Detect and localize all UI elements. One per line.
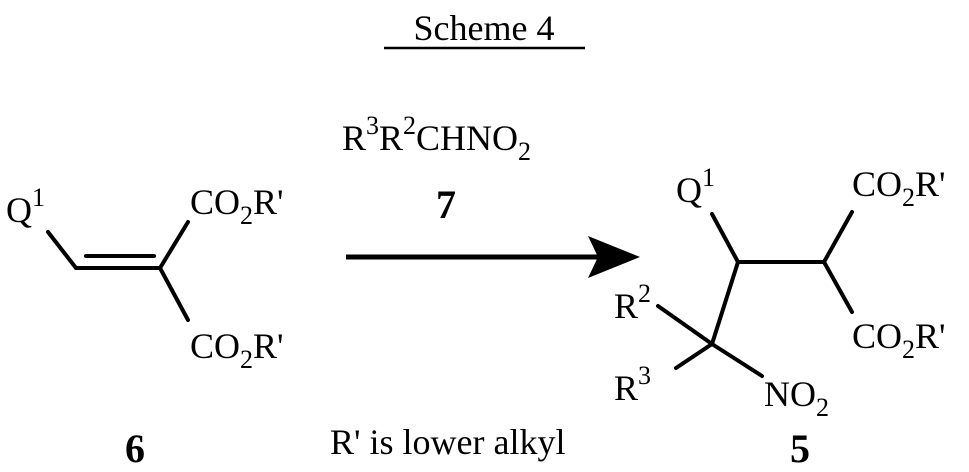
bond-cb-lower-ester xyxy=(824,262,852,312)
product-upper-ester: CO2R' xyxy=(852,164,946,212)
product-r3-label: R3 xyxy=(614,361,651,408)
product-q-label: Q1 xyxy=(676,163,715,210)
product-lower-ester: CO2R' xyxy=(852,316,946,364)
product-r2-label: R2 xyxy=(614,279,651,326)
reagent-formula: R3R2CHNO2 xyxy=(342,111,531,166)
reactant-structure: Q1 CO2R' CO2R' 6 xyxy=(6,182,284,471)
footnote: R' is lower alkyl xyxy=(330,422,565,462)
bond-q-ca xyxy=(712,214,738,262)
reagent-number: 7 xyxy=(436,182,456,227)
reaction-conditions: R3R2CHNO2 7 xyxy=(342,111,640,278)
scheme-title: Scheme 4 xyxy=(414,8,555,48)
bond-cc-no2 xyxy=(712,344,762,376)
product-no2-label: NO2 xyxy=(764,374,829,422)
bond-cb-upper-ester xyxy=(824,212,852,262)
reactant-q-label: Q1 xyxy=(6,183,45,230)
product-structure: Q1 CO2R' CO2R' R2 R3 NO2 5 xyxy=(614,163,946,471)
reactant-upper-ester: CO2R' xyxy=(190,182,284,230)
reactant-number: 6 xyxy=(125,426,145,471)
bond-cc-r3 xyxy=(676,344,712,368)
bond-cc-r2 xyxy=(658,306,712,344)
bond-to-upper-ester xyxy=(160,222,188,268)
bond-to-lower-ester xyxy=(160,268,188,320)
product-number: 5 xyxy=(790,426,810,471)
bond-ca-cc xyxy=(712,262,738,344)
reactant-lower-ester: CO2R' xyxy=(190,326,284,374)
bond-q-vinyl xyxy=(48,232,76,268)
